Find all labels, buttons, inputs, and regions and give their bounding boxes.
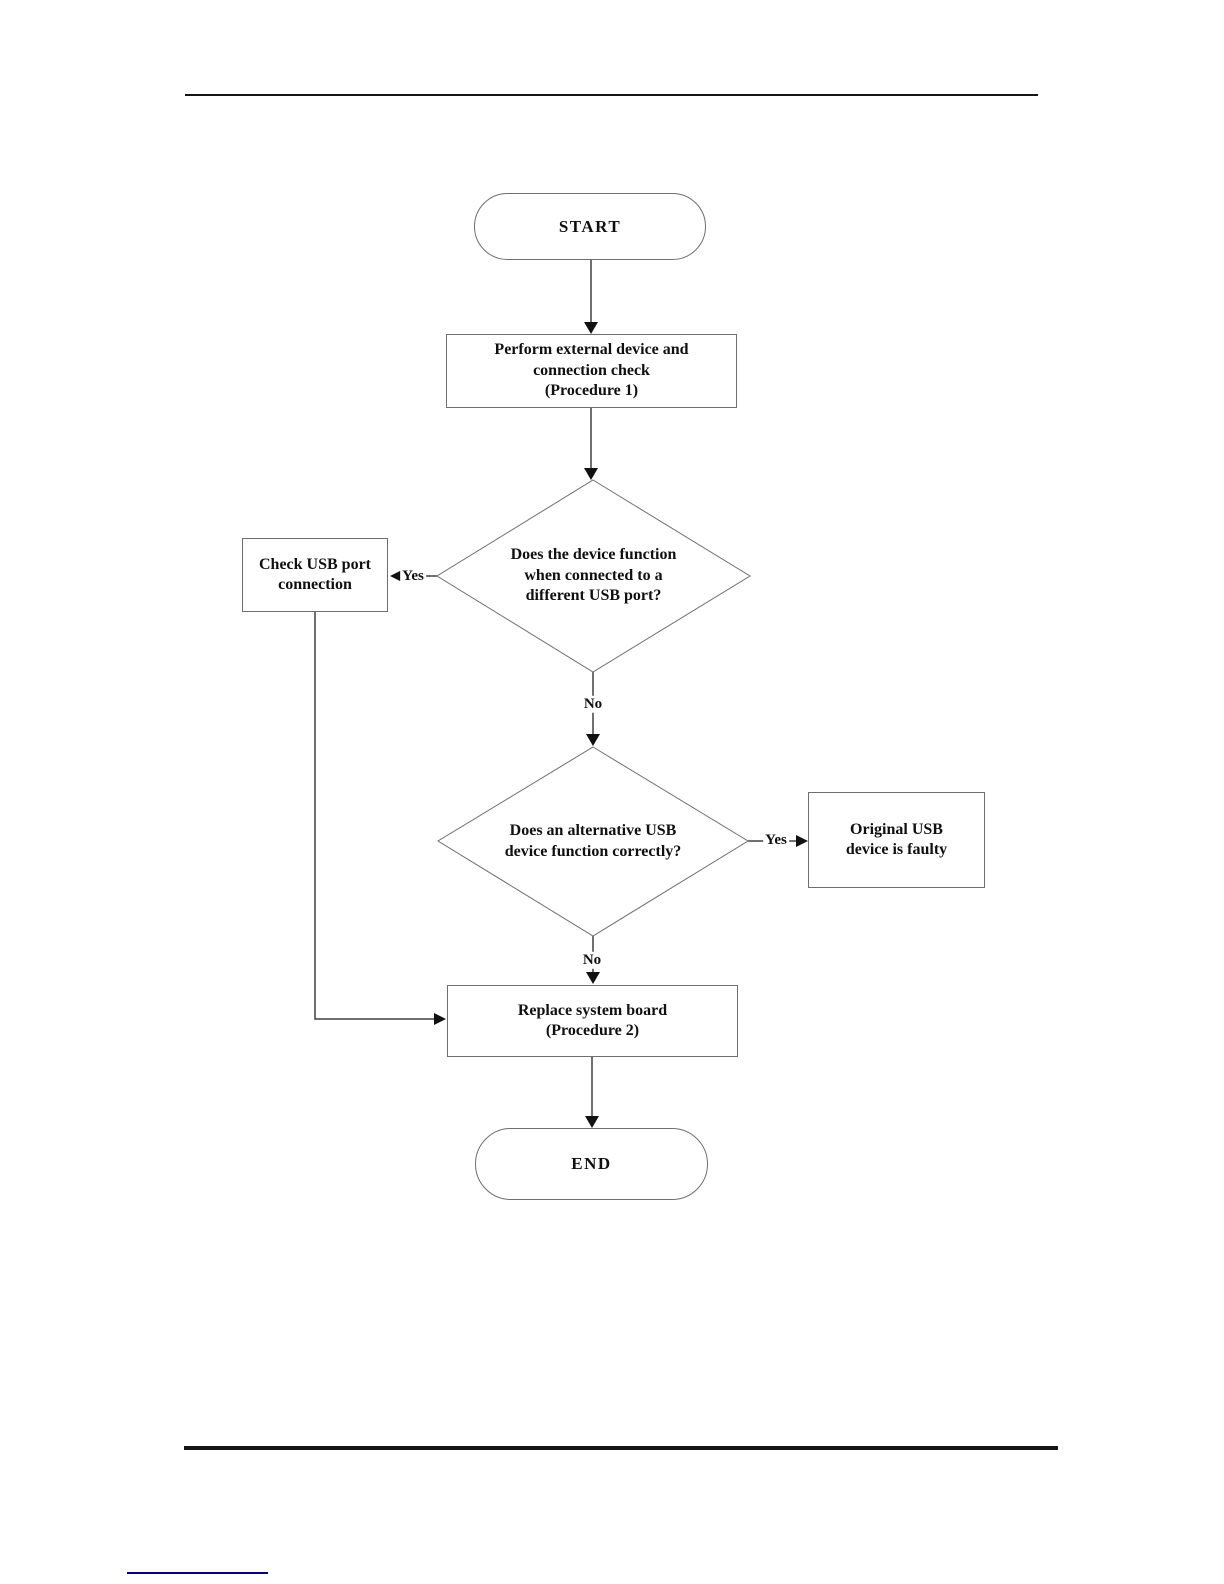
footer-rule: [184, 1446, 1058, 1450]
arrowhead-into-replace-top: [586, 972, 600, 984]
end-node-label: END: [571, 1154, 612, 1174]
decision2-diamond-shape: [437, 746, 749, 937]
arrowhead-into-decision2: [586, 734, 600, 746]
procedure1-node: Perform external device and connection c…: [446, 334, 737, 408]
check-usb-node: Check USB port connection: [242, 538, 388, 612]
replace-board-node-label: Replace system board (Procedure 2): [517, 1001, 668, 1039]
arrowhead-into-replace-left: [434, 1013, 446, 1025]
edge-checkusb-to-replace: [314, 612, 434, 1020]
decision1-no-label: No: [581, 695, 605, 713]
footer-link-underline: [127, 1572, 268, 1574]
decision1-yes-label: Yes: [400, 567, 426, 585]
arrowhead-into-originalusb: [796, 835, 808, 847]
original-usb-node-label: Original USB device is faulty: [845, 820, 948, 858]
procedure1-node-label: Perform external device and connection c…: [494, 341, 689, 400]
decision1-diamond-shape: [436, 479, 751, 673]
arrowhead-into-end: [585, 1116, 599, 1128]
header-rule: [185, 94, 1038, 96]
replace-board-node: Replace system board (Procedure 2): [447, 985, 738, 1057]
start-node: START: [474, 193, 706, 260]
end-node: END: [475, 1128, 708, 1200]
arrowhead-into-procedure1: [584, 322, 598, 334]
arrowhead-into-decision1: [584, 468, 598, 480]
check-usb-node-label: Check USB port connection: [258, 555, 371, 593]
decision2-yes-label: Yes: [763, 831, 789, 849]
decision2-no-label: No: [580, 951, 604, 969]
arrowhead-into-checkusb: [390, 570, 402, 582]
original-usb-node: Original USB device is faulty: [808, 792, 985, 888]
start-node-label: START: [558, 216, 622, 236]
